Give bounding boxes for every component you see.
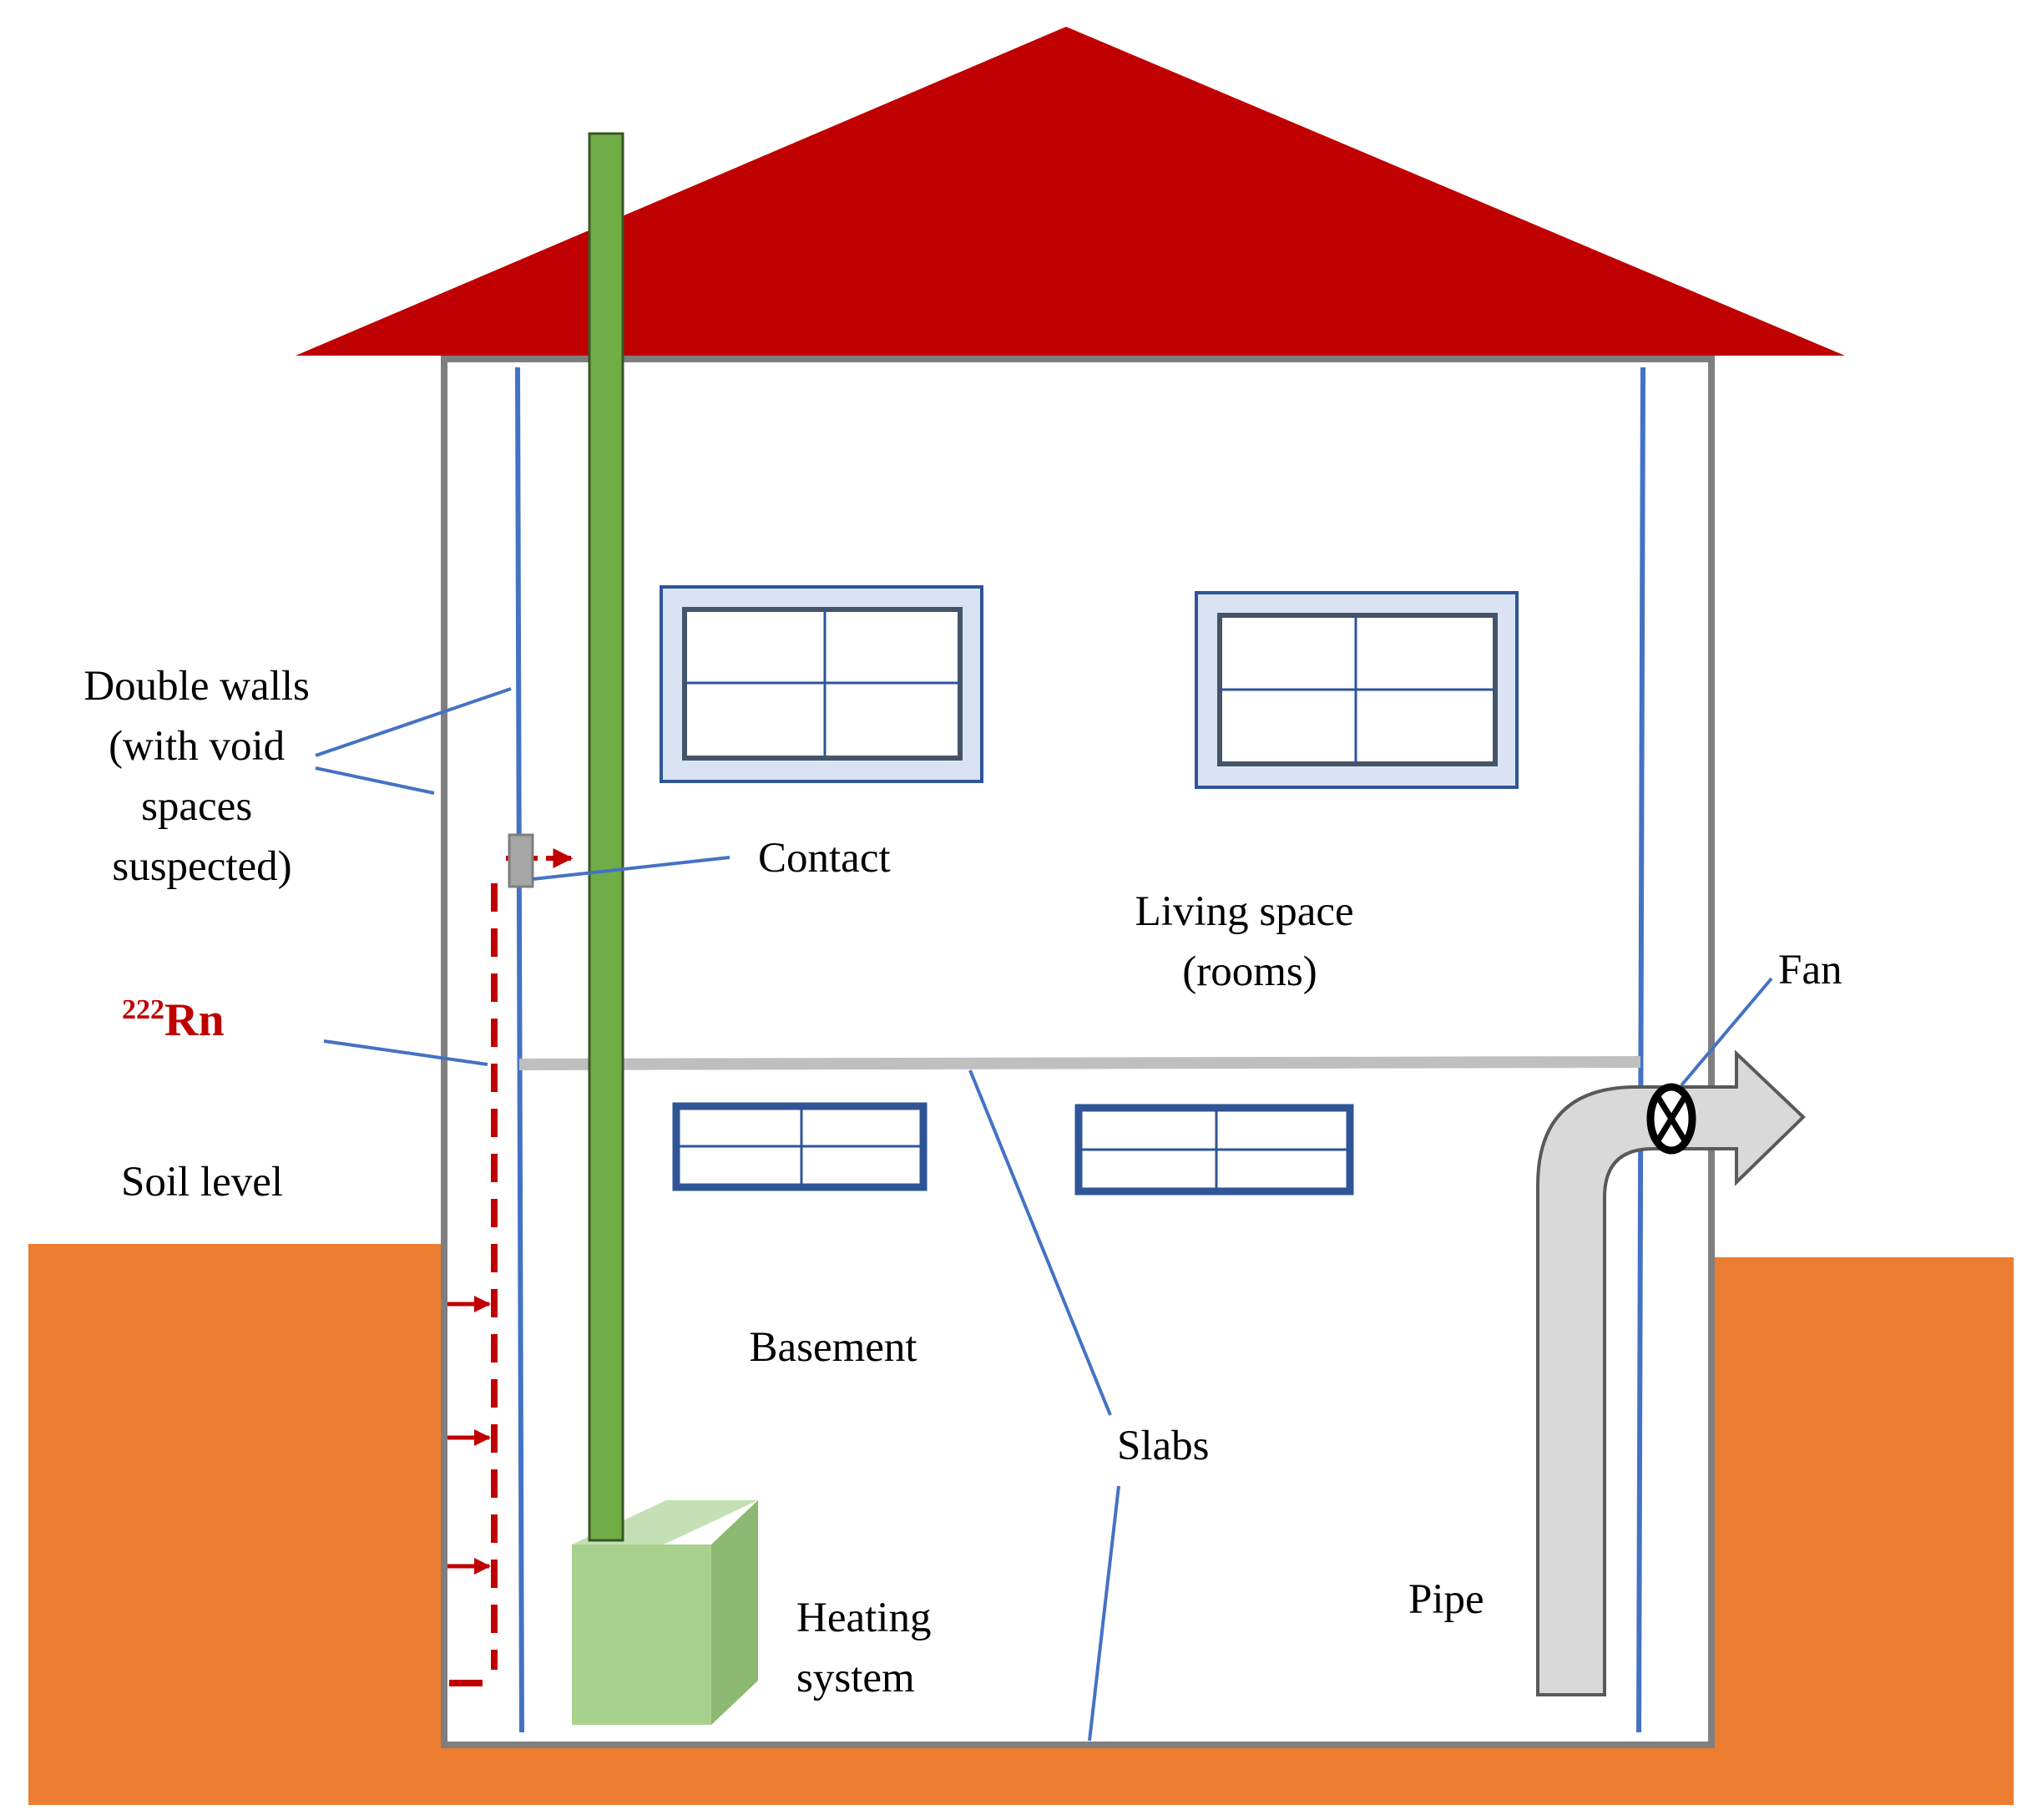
window-upper-left bbox=[660, 585, 983, 783]
label-double-walls: Double walls (with void spaces suspected… bbox=[83, 663, 320, 890]
fan-icon bbox=[1646, 1083, 1696, 1155]
label-soil-level: Soil level bbox=[121, 1159, 283, 1206]
label-fan: Fan bbox=[1778, 947, 1842, 993]
leader-double-walls-2 bbox=[315, 766, 435, 795]
soil-left bbox=[28, 1244, 446, 1805]
label-basement: Basement bbox=[749, 1324, 917, 1371]
soil-right bbox=[1711, 1257, 2014, 1805]
label-heating-system: Heating system bbox=[796, 1595, 942, 1701]
window-basement-left bbox=[672, 1102, 928, 1191]
inner-wall-right bbox=[1636, 367, 1645, 1733]
label-slabs: Slabs bbox=[1117, 1423, 1210, 1469]
chimney bbox=[588, 132, 624, 1542]
inner-wall-left bbox=[515, 367, 524, 1733]
floor-slab bbox=[518, 1056, 1641, 1070]
label-pipe: Pipe bbox=[1408, 1576, 1484, 1623]
leader-contact bbox=[532, 856, 730, 881]
soil-bottom bbox=[28, 1741, 2014, 1805]
window-upper-right bbox=[1195, 591, 1519, 789]
label-contact: Contact bbox=[758, 835, 891, 882]
leader-fan bbox=[1680, 977, 1773, 1087]
roof bbox=[296, 27, 1845, 356]
label-living-space: Living space (rooms) bbox=[1135, 888, 1365, 995]
pipe bbox=[1536, 1049, 1806, 1696]
contact-block bbox=[508, 833, 534, 888]
leader-slabs-1 bbox=[968, 1069, 1112, 1416]
leader-double-walls-1 bbox=[315, 687, 512, 757]
leader-slabs-2 bbox=[1088, 1485, 1120, 1742]
leader-radon bbox=[323, 1039, 488, 1066]
window-basement-right bbox=[1074, 1104, 1354, 1196]
label-radon: 222Rn bbox=[122, 994, 225, 1046]
